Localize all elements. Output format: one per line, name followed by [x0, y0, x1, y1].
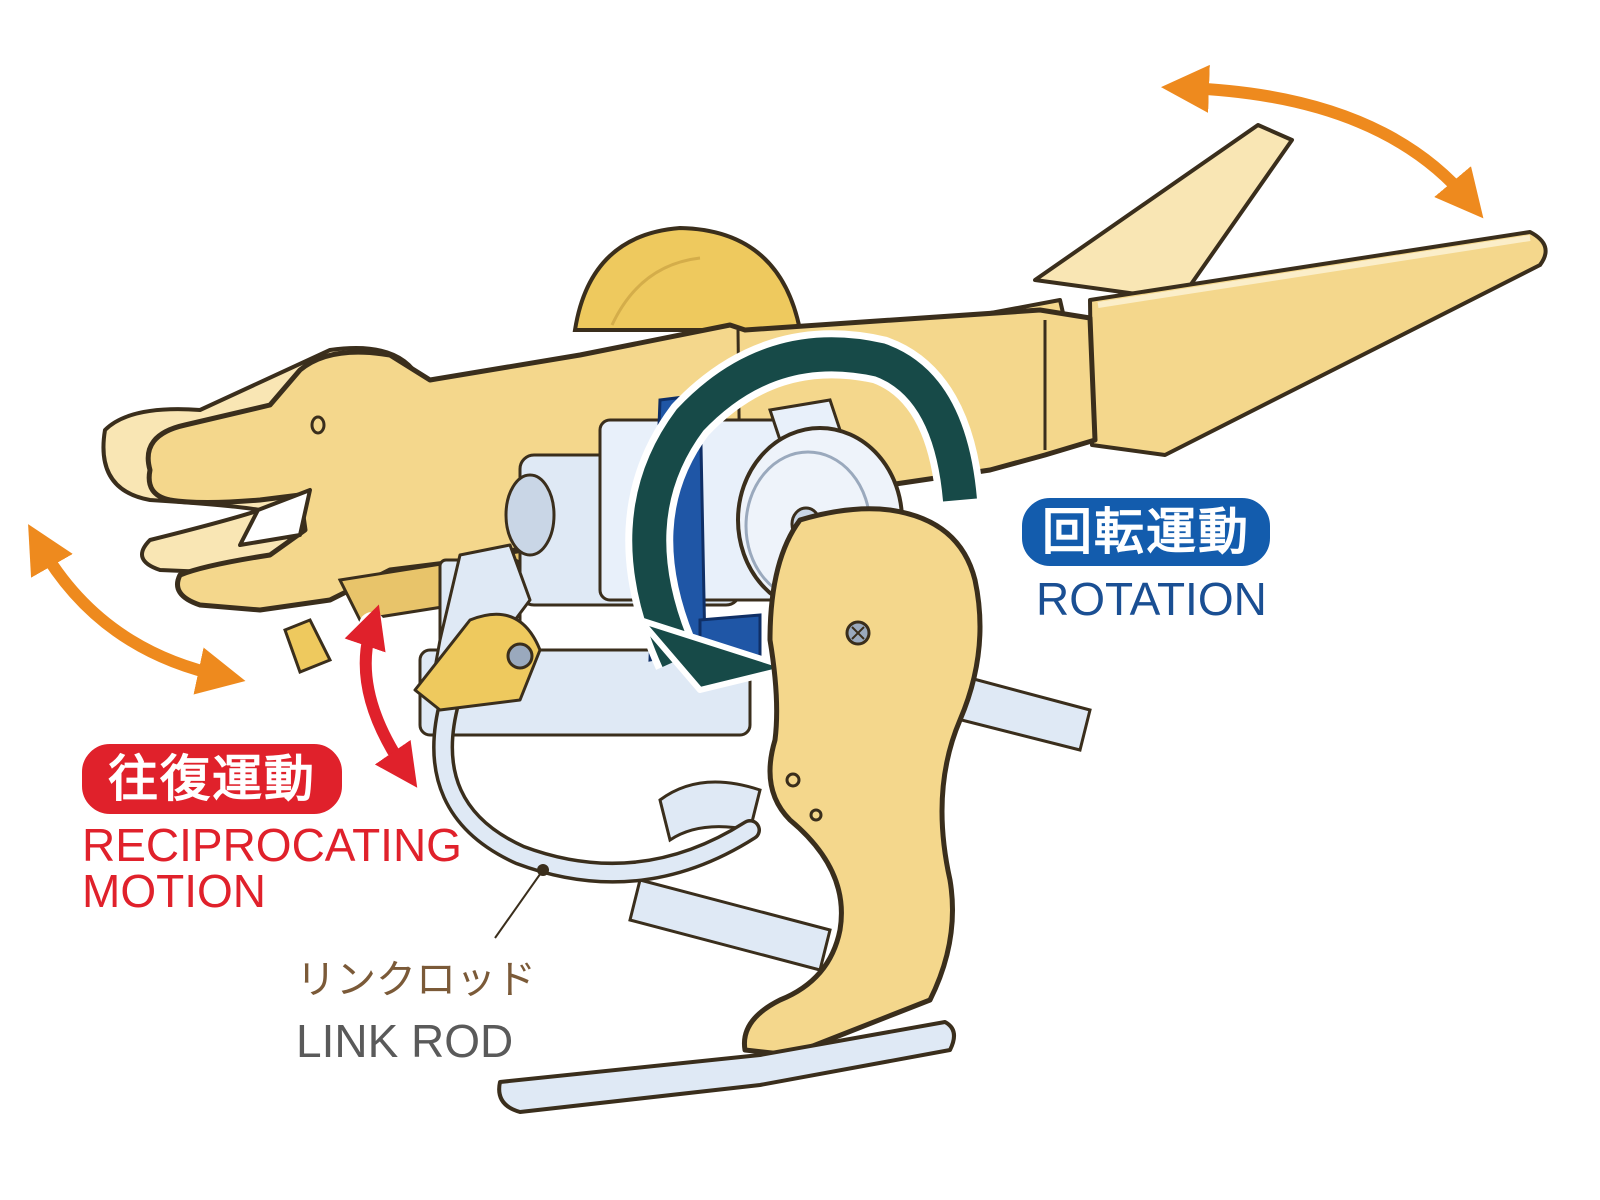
reciprocating-arrow — [344, 604, 418, 788]
rotation-label-jp: 回転運動 — [1042, 503, 1250, 561]
reciprocating-label-en-line1: RECIPROCATING — [82, 819, 462, 871]
back-fin — [572, 225, 803, 332]
reciprocating-label-jp: 往復運動 — [108, 750, 316, 808]
reciprocating-label-en-line2: MOTION — [82, 865, 266, 917]
tail-swing-arrow — [1161, 64, 1484, 219]
rotation-badge: 回転運動 — [1018, 494, 1274, 570]
head-swing-arrow — [28, 524, 246, 695]
reciprocating-badge: 往復運動 — [78, 740, 346, 818]
link-rod-label-en: LINK ROD — [296, 1015, 514, 1067]
link-rod — [283, 543, 761, 939]
near-leg — [497, 506, 983, 1114]
rotation-label-en: ROTATION — [1036, 573, 1267, 625]
rotation-arrow — [625, 330, 984, 693]
link-rod-label-jp: リンクロッド — [296, 957, 536, 1003]
